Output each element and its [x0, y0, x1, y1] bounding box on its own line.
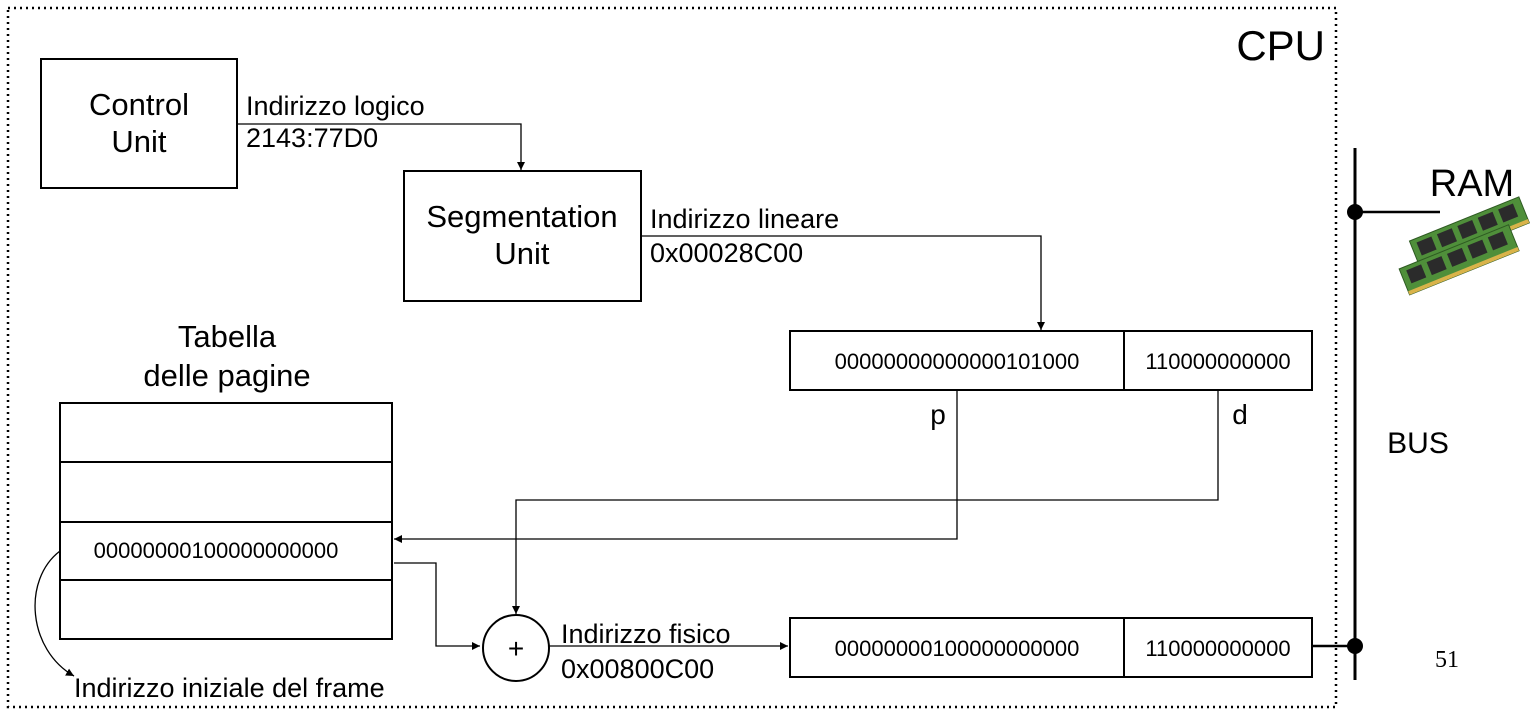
p-to-page-table-arrow [394, 390, 958, 543]
linear-d-bits: 110000000000 [1145, 349, 1290, 374]
physical-address-register [789, 617, 1313, 678]
d-to-adder-arrow [512, 390, 1219, 614]
logical-address-arrow [237, 123, 525, 170]
control-unit-box [40, 58, 238, 189]
p-label: p [930, 399, 946, 430]
physical-frame-bits: 00000000100000000000 [835, 636, 1080, 661]
page-table-frame-entry: 00000000100000000000 [94, 538, 339, 563]
physical-address-value: 0x00800C00 [561, 654, 714, 684]
segmentation-unit-label-line2: Unit [494, 236, 550, 271]
ram-modules-icon [1398, 196, 1531, 296]
logical-address-value: 2143:77D0 [246, 123, 378, 153]
segmentation-unit-label-line1: Segmentation [426, 199, 617, 234]
cpu-label: CPU [1236, 22, 1325, 69]
control-unit-label-line1: Control [89, 87, 189, 122]
segmentation-unit-box [403, 170, 642, 302]
frame-to-adder-arrow [394, 562, 480, 650]
logical-address-label: Indirizzo logico [246, 91, 425, 121]
linear-address-value: 0x00028C00 [650, 238, 803, 268]
bus-junction-top [1347, 204, 1363, 220]
page-number: 51 [1435, 647, 1459, 673]
control-unit-label-line2: Unit [111, 124, 167, 159]
adder-symbol: + [508, 633, 524, 664]
physical-address-label: Indirizzo fisico [561, 619, 731, 649]
linear-address-arrow [641, 235, 1045, 330]
bus-label: BUS [1387, 427, 1449, 460]
bus-junction-bottom [1347, 638, 1363, 654]
linear-address-label: Indirizzo lineare [650, 204, 839, 234]
page-table-title-line1: Tabella [178, 319, 277, 354]
page-table-title-line2: delle pagine [143, 358, 310, 393]
frame-start-curve [34, 550, 75, 677]
ram-label: RAM [1430, 163, 1514, 205]
linear-address-register [789, 330, 1313, 391]
d-label: d [1232, 399, 1248, 430]
frame-start-note: Indirizzo iniziale del frame [74, 673, 385, 703]
adder [482, 614, 550, 682]
physical-offset-bits: 110000000000 [1145, 636, 1290, 661]
linear-p-bits: 00000000000000101000 [835, 349, 1080, 374]
